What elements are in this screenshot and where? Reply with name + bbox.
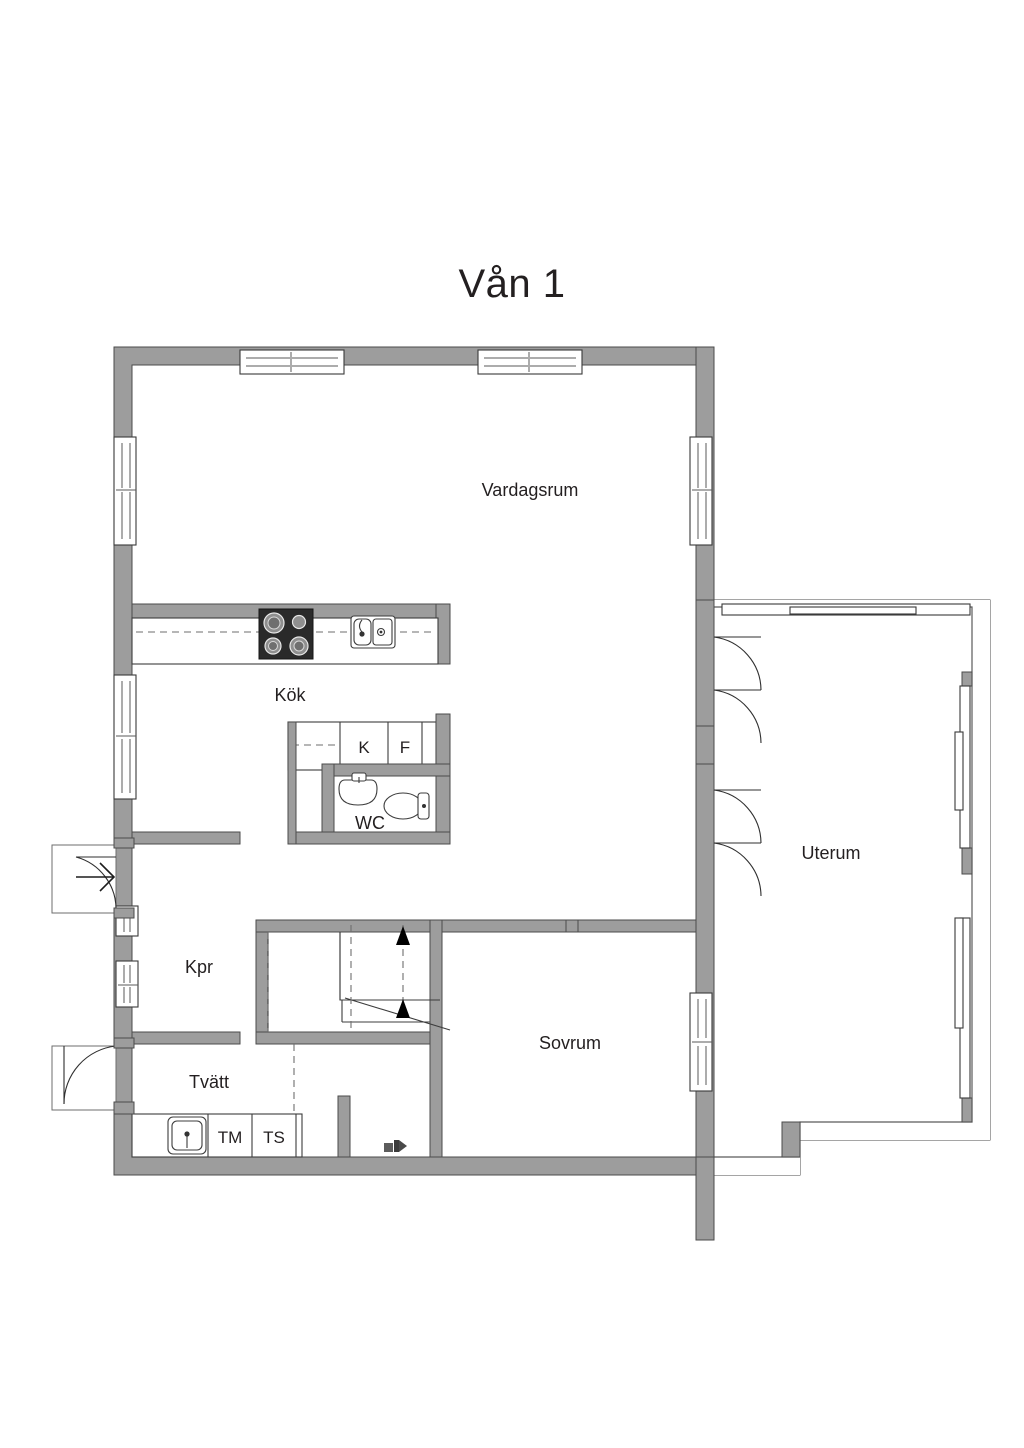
- appliance-label-kyl: K: [358, 738, 370, 757]
- staircase-up: [267, 925, 451, 1114]
- laundry-exterior-door: [51, 1037, 135, 1115]
- appliance-label-frys: F: [400, 738, 410, 757]
- uterum-double-door-upper: [695, 636, 762, 765]
- window-west-1: [113, 436, 137, 546]
- room-label-kok: Kök: [274, 685, 306, 705]
- cooktop-icon: [258, 608, 314, 660]
- window-west-2: [113, 674, 137, 800]
- appliance-label-tvattmaskin: TM: [218, 1128, 243, 1147]
- window-west-4: [115, 960, 139, 1008]
- appliance-label-torkskap: TS: [263, 1128, 285, 1147]
- window-east-living: [689, 436, 713, 546]
- kitchen-cabinets-kf: [287, 721, 437, 771]
- toilet-icon: [383, 792, 430, 820]
- window-uterum-east-2: [954, 917, 971, 1099]
- uterum-double-door-lower: [713, 789, 762, 897]
- window-uterum-east-1: [954, 685, 971, 849]
- page-title: Vån 1: [458, 262, 566, 306]
- laundry-sink-icon: [167, 1116, 207, 1155]
- window-north-1: [239, 349, 345, 375]
- main-entrance-door: [51, 837, 135, 919]
- laundry-units: [131, 1113, 303, 1158]
- kitchen-sink-icon: [350, 615, 396, 649]
- room-label-wc: WC: [355, 813, 385, 833]
- floor-outlet-icon: [384, 1140, 407, 1152]
- room-label-uterum: Uterum: [801, 843, 860, 863]
- window-north-2: [477, 349, 583, 375]
- kitchen-counter: [131, 603, 451, 665]
- interior-walls: [131, 831, 697, 1158]
- wash-basin-icon: [338, 772, 378, 806]
- room-label-sovrum: Sovrum: [539, 1033, 601, 1053]
- window-east-bedroom: [689, 992, 713, 1092]
- window-uterum-north: [721, 603, 971, 616]
- room-label-tvatt: Tvätt: [189, 1072, 229, 1092]
- room-label-kpr: Kpr: [185, 957, 213, 977]
- entrance-direction-arrow: [76, 862, 116, 892]
- room-label-vardagsrum: Vardagsrum: [482, 480, 579, 500]
